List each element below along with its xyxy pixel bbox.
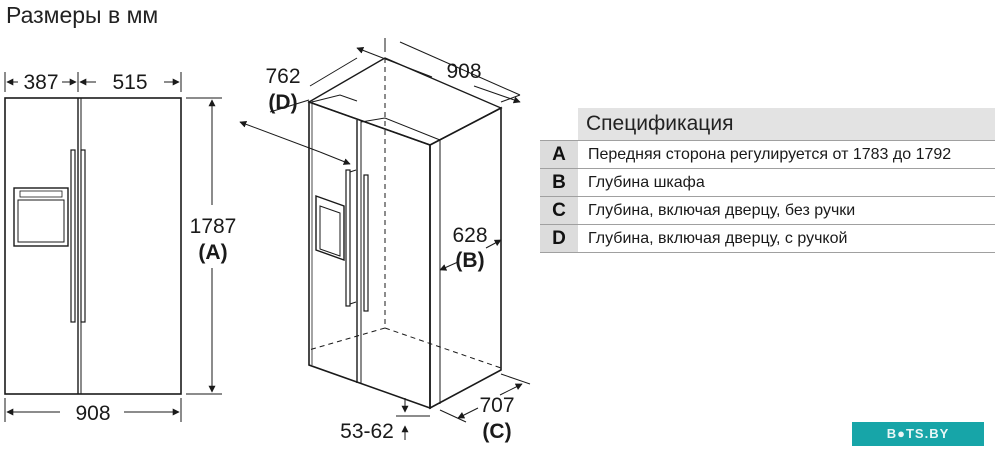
spec-text: Глубина, включая дверцу, без ручки <box>578 196 995 225</box>
watermark: B●TS.BY <box>852 422 984 446</box>
fridge-handle <box>80 149 86 323</box>
dim-feet: 53-62 <box>340 420 394 443</box>
spec-key: C <box>540 196 578 225</box>
table-row: D Глубина, включая дверцу, с ручкой <box>540 224 995 253</box>
iso-view <box>239 38 531 440</box>
spec-header-row: Спецификация <box>540 108 995 141</box>
spec-header-key <box>540 108 578 141</box>
dim-fridge-width: 515 <box>112 71 147 94</box>
iso-dispenser <box>315 195 345 261</box>
dim-depth-door: 707 <box>479 394 514 417</box>
table-row: C Глубина, включая дверцу, без ручки <box>540 196 995 225</box>
dim-arrow <box>319 151 351 165</box>
table-row: B Глубина шкафа <box>540 168 995 197</box>
dim-arrow <box>457 407 479 419</box>
spec-text: Глубина, включая дверцу, с ручкой <box>578 224 995 253</box>
spec-text: Передняя сторона регулируется от 1783 до… <box>578 140 995 169</box>
dim-arrow <box>485 239 502 249</box>
spec-key: A <box>540 140 578 169</box>
dim-depth-door-key: (C) <box>482 420 511 443</box>
dim-cabinet-depth-key: (B) <box>455 249 484 272</box>
iso-freezer-handle <box>345 169 351 307</box>
dim-freezer-width: 387 <box>23 71 58 94</box>
dim-iso-width: 908 <box>446 60 481 83</box>
dispenser-display <box>19 190 63 198</box>
dim-arrow <box>239 120 321 153</box>
front-outline <box>4 97 182 395</box>
front-view <box>4 72 222 422</box>
spec-text: Глубина шкафа <box>578 168 995 197</box>
iso-side-face <box>429 106 502 410</box>
spec-key: D <box>540 224 578 253</box>
dim-depth-handle-key: (D) <box>268 91 297 114</box>
spec-table: Спецификация A Передняя сторона регулиру… <box>540 108 995 253</box>
dim-cabinet-depth: 628 <box>452 224 487 247</box>
dim-arrow <box>356 47 433 78</box>
page-title: Размеры в мм <box>6 2 159 28</box>
freezer-handle <box>70 149 76 323</box>
iso-front-face <box>308 100 431 410</box>
dispenser <box>13 187 69 247</box>
dim-depth-handle: 762 <box>265 65 300 88</box>
iso-fridge-handle <box>363 174 369 312</box>
iso-dispenser-inner <box>319 205 341 257</box>
dim-height: 1787 <box>190 215 237 238</box>
spec-key: B <box>540 168 578 197</box>
dim-arrow <box>473 85 521 104</box>
hidden-edges <box>308 58 502 369</box>
dispenser-inner <box>17 199 65 243</box>
dim-arrow <box>439 261 459 271</box>
dim-front-total-width: 908 <box>75 402 110 425</box>
dim-arrow <box>499 383 523 396</box>
table-row: A Передняя сторона регулируется от 1783 … <box>540 140 995 169</box>
dim-height-key: (A) <box>198 241 227 264</box>
spec-heading: Спецификация <box>578 108 995 141</box>
